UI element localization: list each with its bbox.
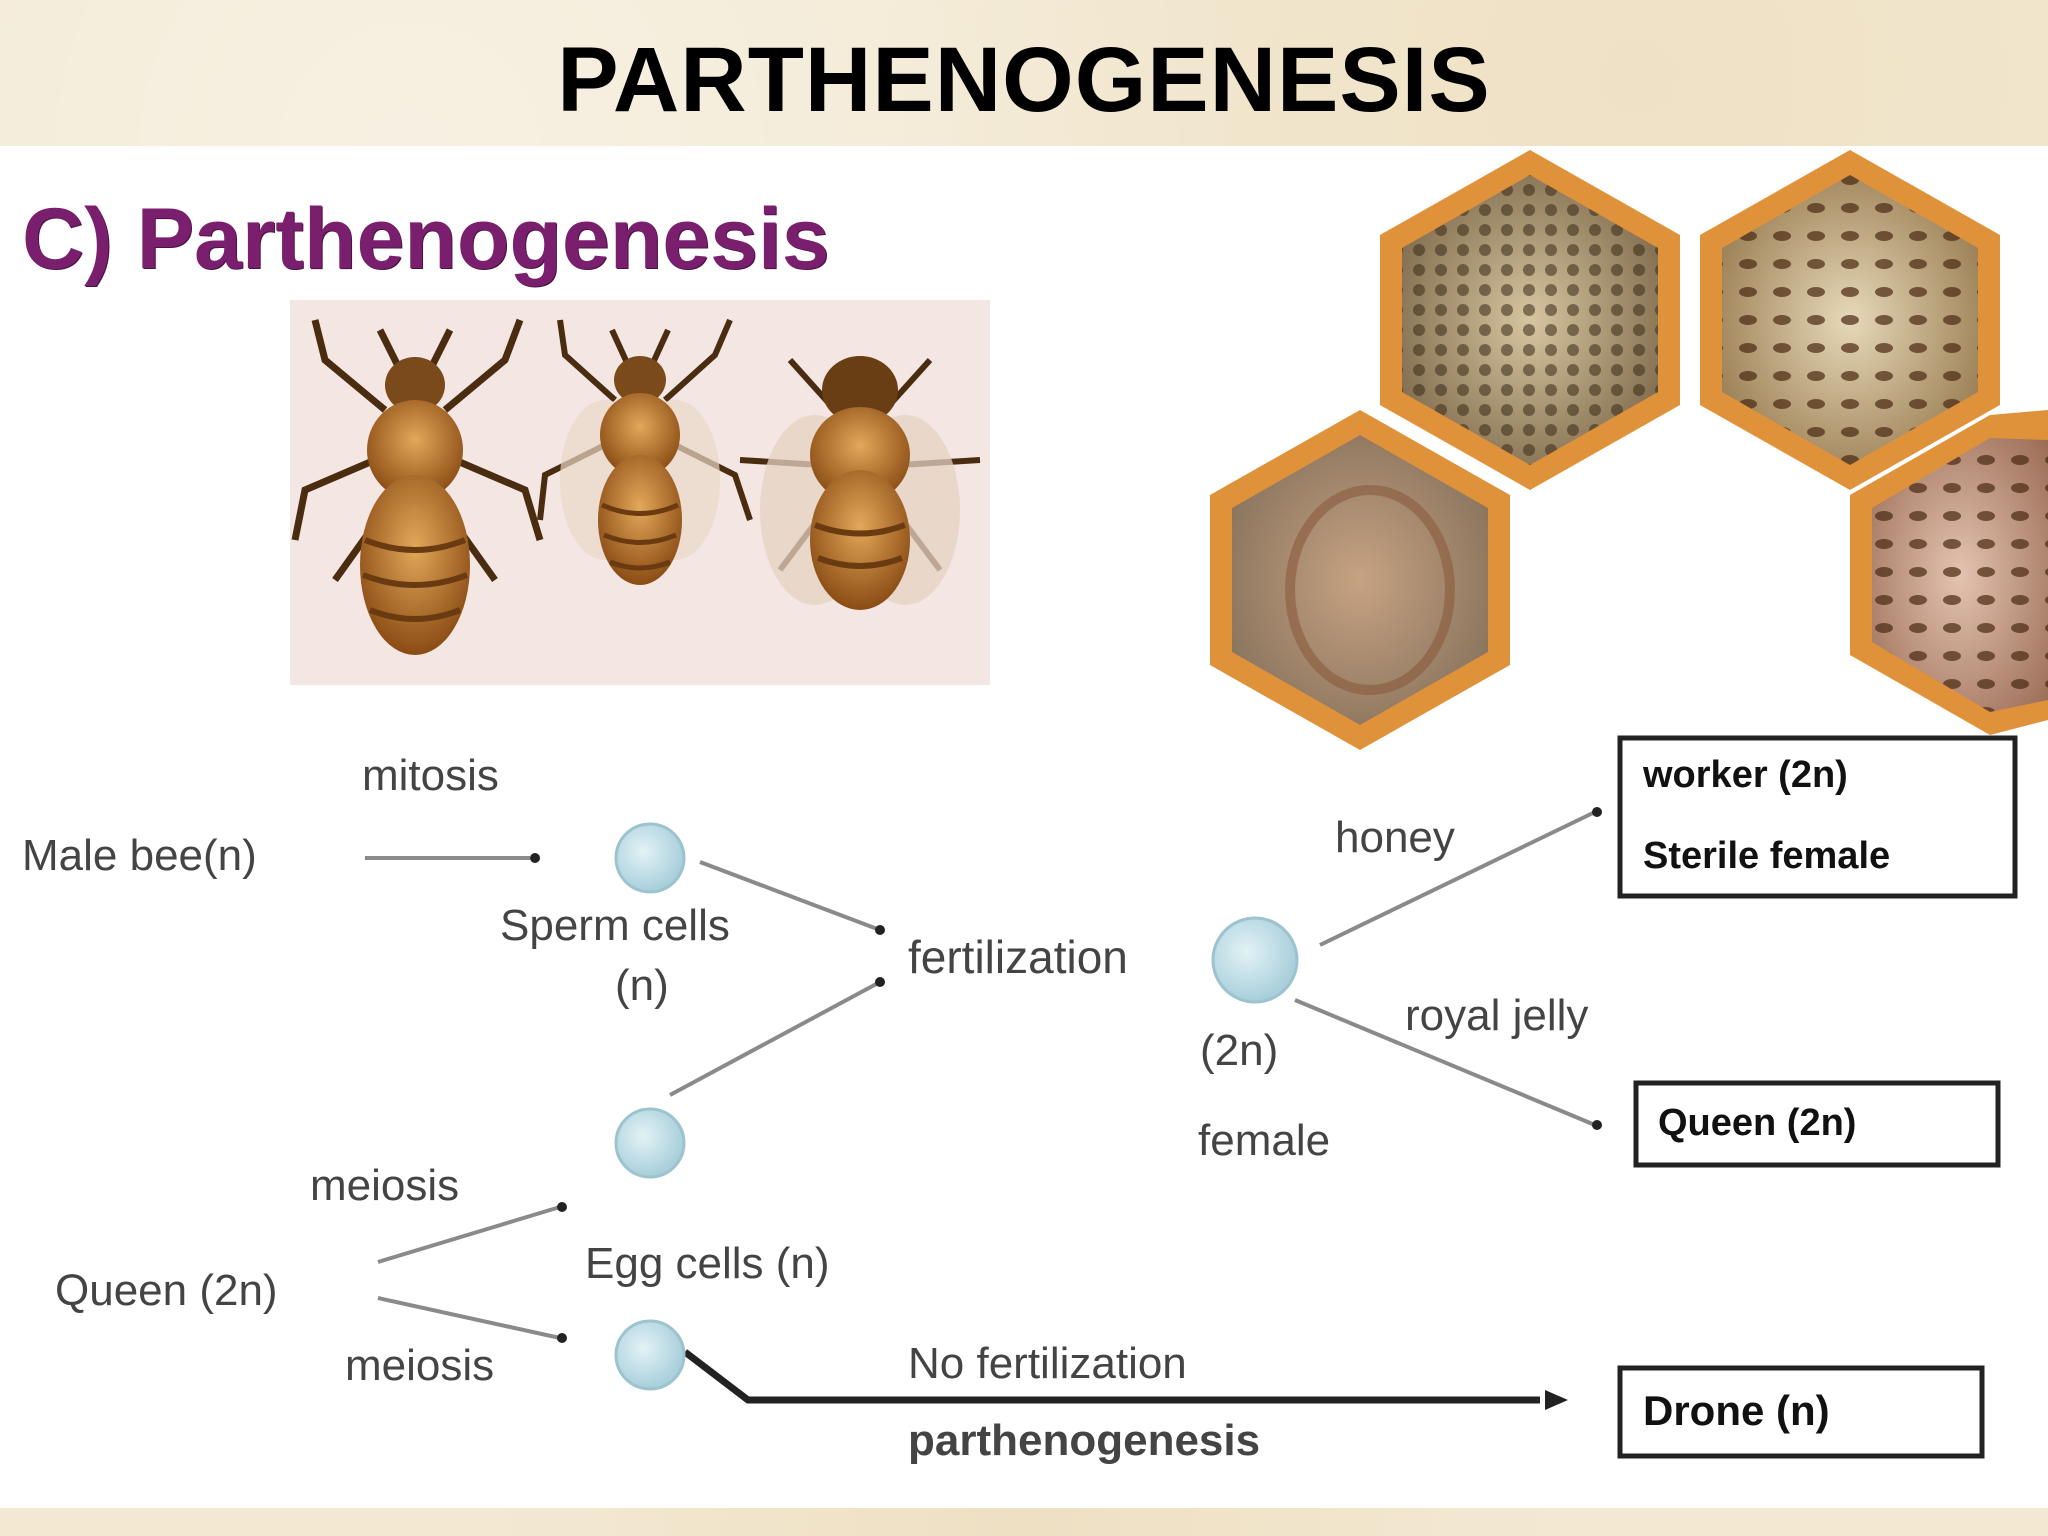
egg-cell-upper <box>614 1107 686 1179</box>
male-bee-label: Male bee(n) <box>22 831 257 880</box>
sperm-cell <box>614 822 686 894</box>
slide-title: PARTHENOGENESIS <box>557 29 1491 131</box>
mitosis-label: mitosis <box>362 751 499 800</box>
royal-jelly-label: royal jelly <box>1405 991 1588 1040</box>
section-heading: C) Parthenogenesis <box>22 191 830 287</box>
fertilization-label: fertilization <box>908 931 1128 983</box>
zygote-cell <box>1211 916 1299 1004</box>
queen-result-box <box>1633 1080 2001 1168</box>
parthenogenesis-arrow-head <box>1545 1390 1568 1410</box>
parthenogenesis-label: parthenogenesis <box>908 1416 1260 1465</box>
flow-lines <box>365 810 1596 1340</box>
drone-box <box>1617 1365 1985 1459</box>
honeycomb-photo <box>1210 150 2048 750</box>
worker-label: worker (2n) <box>1642 754 1848 796</box>
honey-label: honey <box>1335 813 1455 862</box>
parthenogenesis-arrow <box>682 1349 1540 1404</box>
no-fertilization-label: No fertilization <box>908 1339 1187 1388</box>
zygote-sex-label: female <box>1198 1116 1330 1165</box>
egg-cell-lower <box>614 1319 686 1391</box>
zygote-ploidy-label: (2n) <box>1200 1026 1278 1075</box>
sperm-cells-label: Sperm cells <box>500 901 730 950</box>
sperm-ploidy-label: (n) <box>615 961 669 1010</box>
worker-bee-icon <box>291 318 544 655</box>
meiosis-upper-label: meiosis <box>310 1161 459 1210</box>
meiosis-lower-label: meiosis <box>345 1341 494 1390</box>
drone-label: Drone (n) <box>1643 1387 1830 1434</box>
queen-result-label: Queen (2n) <box>1658 1102 1856 1144</box>
sterile-female-label: Sterile female <box>1643 835 1890 877</box>
arrow-heads <box>530 807 1602 1343</box>
worker-box <box>1617 735 2018 899</box>
egg-cells-label: Egg cells (n) <box>585 1239 830 1288</box>
queen-source-label: Queen (2n) <box>55 1266 278 1315</box>
drone-bee-icon <box>739 356 981 610</box>
queen-bee-icon <box>537 318 753 585</box>
